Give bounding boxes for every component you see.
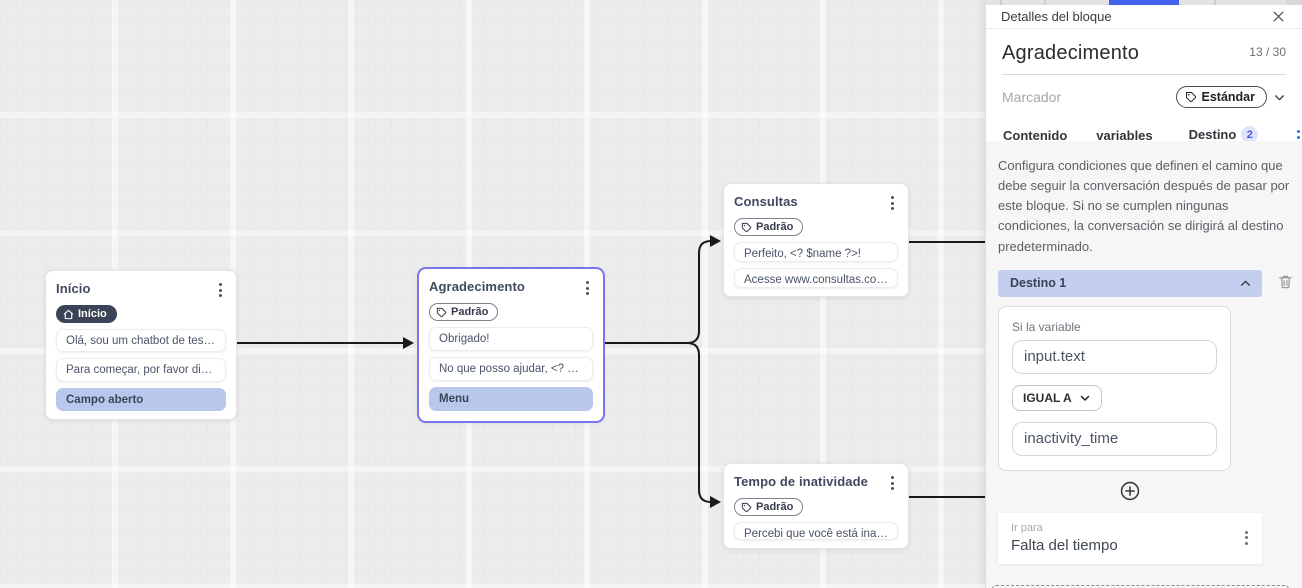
node-title: Tempo de inatividade — [734, 474, 868, 489]
tab-contenido[interactable]: Contenido — [1003, 128, 1068, 143]
node-title: Início — [56, 281, 91, 296]
edge-agradecimento-consultas — [686, 240, 712, 344]
open-field-row[interactable]: Campo aberto — [56, 387, 226, 411]
condition-card: Si la variable IGUAL A — [998, 305, 1231, 471]
chevron-down-icon — [1079, 392, 1091, 404]
condition-label: Si la variable — [1012, 319, 1081, 334]
close-icon[interactable] — [1269, 7, 1288, 26]
top-strip — [986, 0, 1302, 5]
node-menu-icon[interactable] — [582, 279, 593, 297]
goto-label: Ir para — [1011, 521, 1043, 534]
marker-select[interactable]: Estándar — [1175, 86, 1267, 108]
goto-row[interactable]: Ir para Falta del tiempo — [998, 512, 1262, 564]
message-row[interactable]: Percebi que você está inativo. C... — [734, 522, 898, 540]
tag-icon — [1185, 92, 1196, 103]
destination-description: Configura condiciones que definen el cam… — [998, 158, 1290, 254]
compare-value-input[interactable] — [1012, 421, 1217, 456]
chevron-up-icon[interactable] — [1239, 277, 1252, 290]
marker-badge: Padrão — [734, 218, 804, 236]
message-row[interactable]: Para começar, por favor digite o ... — [56, 358, 226, 382]
goto-value: Falta del tiempo — [1011, 536, 1118, 554]
edge-agradecimento-tempo — [686, 342, 712, 503]
marker-badge: Padrão — [429, 303, 499, 321]
message-row[interactable]: No que posso ajudar, <? $name ... — [429, 357, 593, 381]
node-menu-icon[interactable] — [887, 474, 898, 492]
destino-1-header[interactable]: Destino 1 — [998, 269, 1262, 297]
node-title: Consultas — [734, 194, 798, 209]
message-row[interactable]: Obrigado! — [429, 327, 593, 351]
variable-input[interactable] — [1012, 339, 1217, 374]
block-title[interactable]: Agradecimento — [1002, 42, 1140, 64]
marker-badge: Padrão — [734, 498, 804, 516]
start-badge: Início — [56, 305, 117, 323]
node-consultas[interactable]: Consultas Padrão Perfeito, <? $name ?>! … — [723, 183, 909, 297]
char-counter: 13 / 30 — [1249, 45, 1286, 59]
goto-menu-icon[interactable] — [1241, 529, 1252, 547]
add-destination-button[interactable]: Agregar destino — [992, 584, 1289, 588]
node-menu-icon[interactable] — [887, 194, 898, 212]
node-inicio[interactable]: Início Início Olá, sou um chatbot de tes… — [45, 270, 237, 420]
chevron-down-icon[interactable] — [1273, 91, 1286, 104]
tag-icon — [436, 307, 447, 317]
panel-title: Detalles del bloque — [1001, 9, 1112, 24]
marker-label: Marcador — [1002, 89, 1062, 105]
home-icon — [63, 309, 74, 319]
menu-row[interactable]: Menu — [429, 387, 593, 411]
message-row[interactable]: Perfeito, <? $name ?>! — [734, 242, 898, 262]
destination-count-badge: 2 — [1241, 126, 1259, 143]
node-tempo-inatividade[interactable]: Tempo de inatividade Padrão Percebi que … — [723, 463, 909, 549]
tag-icon — [741, 502, 752, 512]
node-menu-icon[interactable] — [215, 281, 226, 299]
tab-variables[interactable]: variables — [1096, 128, 1153, 143]
node-agradecimento[interactable]: Agradecimento Padrão Obrigado! No que po… — [418, 268, 604, 422]
trash-icon[interactable] — [1277, 273, 1294, 296]
add-condition-icon[interactable] — [1119, 480, 1141, 502]
block-details-panel: Detalles del bloque Agradecimento 13 / 3… — [985, 0, 1302, 588]
tag-icon — [741, 222, 752, 232]
message-row[interactable]: Olá, sou um chatbot de teste! — [56, 329, 226, 353]
node-title: Agradecimento — [429, 279, 525, 294]
destino-tab-content: Configura condiciones que definen el cam… — [986, 141, 1302, 588]
operator-select[interactable]: IGUAL A — [1012, 384, 1102, 411]
message-row[interactable]: Acesse www.consultas.com par... — [734, 268, 898, 288]
flow-canvas[interactable]: Início Início Olá, sou um chatbot de tes… — [0, 0, 985, 588]
